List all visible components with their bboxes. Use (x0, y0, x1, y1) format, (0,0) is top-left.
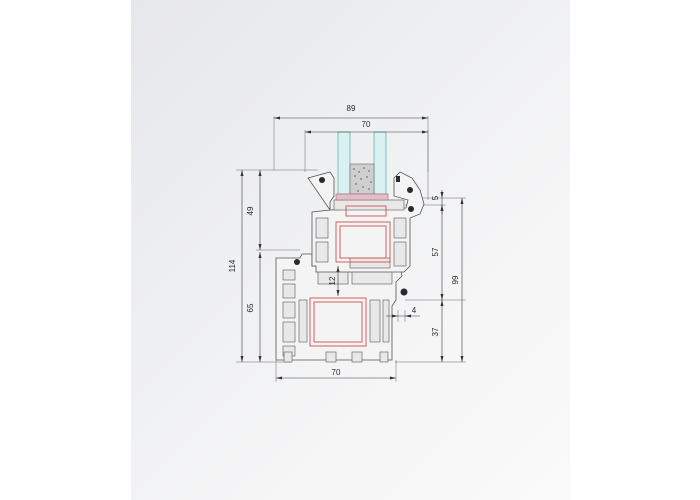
dim-rebate-height: 57 (431, 247, 440, 256)
dim-gap: 12 (328, 276, 337, 285)
dim-right-total: 99 (451, 275, 460, 284)
dim-frame-height: 65 (246, 303, 255, 312)
dim-sash-depth: 70 (362, 120, 371, 129)
dim-bottom-depth: 70 (332, 368, 341, 377)
dim-lower-height: 37 (431, 327, 440, 336)
dim-overlap: 5 (431, 195, 440, 200)
frame-profile (275, 253, 408, 363)
glazing-unit (335, 131, 389, 201)
dim-small-offset: 4 (412, 306, 417, 315)
dim-total-height: 114 (228, 259, 237, 272)
dimension-annotations: 89 70 114 49 65 5 57 99 (228, 104, 464, 380)
sash-profile (307, 171, 425, 273)
dim-frame-depth: 89 (347, 104, 356, 113)
dim-sash-height: 49 (246, 206, 255, 215)
